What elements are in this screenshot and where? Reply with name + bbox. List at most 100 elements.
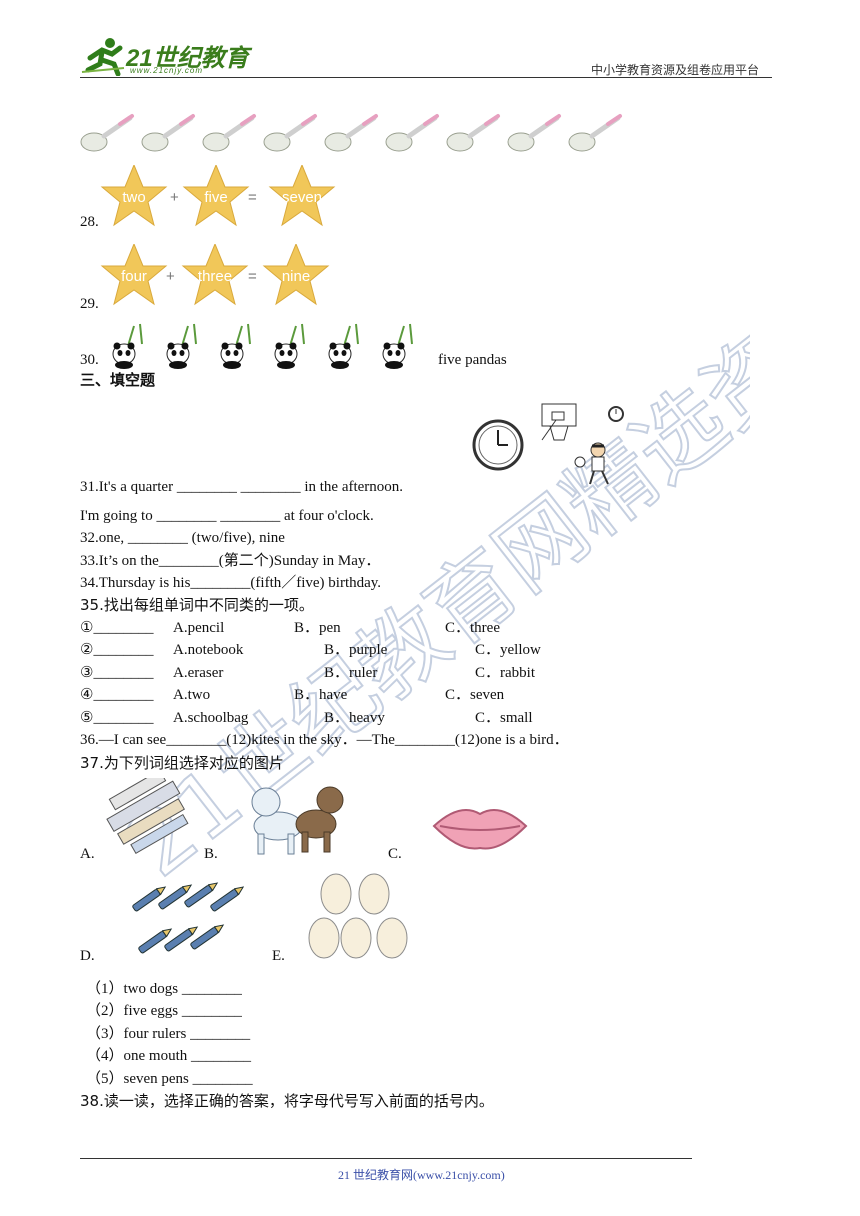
q35-option-c: C．small — [475, 710, 533, 726]
q37-label-a: A. — [80, 846, 95, 862]
q35-blank: ③________ — [80, 665, 154, 681]
spoon-icon — [263, 114, 317, 152]
q37-item: （5）seven pens ________ — [86, 1071, 253, 1087]
pen-icon — [164, 926, 199, 952]
q35-option-a: A.schoolbag — [173, 710, 249, 726]
pen-icon — [210, 886, 244, 912]
q36-text: 36.—I can see________(12)kites in the sk… — [80, 732, 569, 748]
dog-icon — [251, 787, 303, 855]
clock-icon — [472, 419, 524, 471]
spoons-image — [80, 114, 622, 152]
q35-blank: ④________ — [80, 687, 154, 703]
header-rule — [80, 77, 772, 78]
egg-icon — [358, 873, 390, 915]
q31-line1: 31.It's a quarter ________ ________ in t… — [80, 479, 404, 495]
spoon-icon — [141, 114, 195, 152]
egg-icon — [308, 917, 340, 959]
boy-player-icon — [574, 442, 609, 485]
spoon-icon — [568, 114, 622, 152]
eggs-image — [308, 873, 408, 959]
q37-label-d: D. — [80, 948, 95, 964]
q35-blank: ⑤________ — [80, 710, 154, 726]
q37-label-e: E. — [272, 948, 285, 964]
egg-icon — [340, 917, 372, 959]
mouth-image — [432, 809, 528, 850]
panda-icon — [220, 323, 251, 369]
runner-logo-icon — [81, 38, 125, 76]
small-clock-icon — [608, 406, 624, 422]
q37-title: 37.为下列词组选择对应的图片 — [80, 754, 284, 772]
q35-option-b: B．purple — [324, 642, 388, 658]
q29-word-2: three — [198, 268, 232, 285]
star-icon: seven — [268, 165, 336, 227]
star-icon: three — [181, 244, 249, 306]
footer-rule — [80, 1158, 692, 1159]
pen-icon — [132, 886, 167, 912]
star-icon: five — [182, 165, 250, 227]
q29-number: 29. — [80, 296, 99, 312]
q37-item: （2）five eggs ________ — [86, 1003, 242, 1019]
plus-sign: + — [166, 268, 175, 285]
spoon-icon — [202, 114, 256, 152]
pens-image — [132, 882, 244, 954]
pen-icon — [184, 882, 219, 908]
pen-icon — [158, 884, 193, 910]
q32-text: 32.one, ________ (two/five), nine — [80, 530, 285, 546]
q28-word-1: two — [122, 189, 145, 206]
pen-icon — [190, 924, 225, 950]
pen-icon — [138, 928, 173, 954]
q38-text: 38.读一读，选择正确的答案，将字母代号写入前面的括号内。 — [80, 1092, 494, 1110]
q28-word-2: five — [204, 189, 227, 206]
q35-option-a: A.notebook — [173, 642, 244, 658]
q29-word-1: four — [121, 268, 147, 285]
equals-sign: = — [248, 268, 257, 285]
plus-sign: + — [170, 189, 179, 206]
q35-option-a: A.eraser — [173, 665, 224, 681]
egg-icon — [376, 917, 408, 959]
section-title: 三、填空题 — [80, 371, 156, 389]
pandas-image — [112, 323, 413, 369]
q34-text: 34.Thursday is his________(fifth／five) b… — [80, 575, 382, 591]
q35-option-c: C．rabbit — [475, 665, 535, 681]
q35-option-b: B．have — [294, 687, 348, 703]
egg-icon — [320, 873, 352, 915]
q35-option-b: B．ruler — [324, 665, 378, 681]
q35-option-b: B．pen — [294, 620, 341, 636]
spoon-icon — [385, 114, 439, 152]
q37-label-c: C. — [388, 846, 402, 862]
q35-option-c: C．yellow — [475, 642, 541, 658]
clock-basketball-image — [472, 403, 624, 485]
star-icon: two — [100, 165, 168, 227]
q37-item: （3）four rulers ________ — [86, 1026, 251, 1042]
star-icon: nine — [262, 244, 330, 306]
q29-equation: four + three = nine — [100, 244, 330, 306]
panda-icon — [166, 323, 197, 369]
q37-item: （1）two dogs ________ — [86, 981, 242, 997]
q35-title: 35.找出每组单词中不同类的一项。 — [80, 596, 314, 614]
panda-icon — [328, 323, 359, 369]
header-platform-text: 中小学教育资源及组卷应用平台 — [591, 63, 760, 77]
spoon-icon — [80, 114, 134, 152]
q29-word-3: nine — [282, 268, 310, 285]
q35-blank: ①________ — [80, 620, 154, 636]
spoons-row — [80, 110, 640, 160]
q28-number: 28. — [80, 214, 99, 230]
spoon-icon — [507, 114, 561, 152]
q35-option-a: A.pencil — [173, 620, 225, 636]
logo-url: www.21cnjy.com — [130, 66, 203, 75]
q35-option-b: B．heavy — [324, 710, 385, 726]
basketball-hoop-icon — [541, 403, 577, 441]
q35-option-c: C．three — [445, 620, 500, 636]
equals-sign: = — [248, 189, 257, 206]
footer-text: 21 世纪教育网(www.21cnjy.com) — [338, 1168, 505, 1182]
q37-label-b: B. — [204, 846, 218, 862]
panda-icon — [274, 323, 305, 369]
q31-line2: I'm going to ________ ________ at four o… — [80, 508, 374, 524]
q30-number: 30. — [80, 352, 99, 368]
q37-item: （4）one mouth ________ — [86, 1048, 251, 1064]
panda-icon — [382, 323, 413, 369]
dog-icon — [295, 786, 344, 853]
rulers-image — [106, 778, 189, 854]
spoon-icon — [446, 114, 500, 152]
q28-word-3: seven — [282, 189, 322, 206]
